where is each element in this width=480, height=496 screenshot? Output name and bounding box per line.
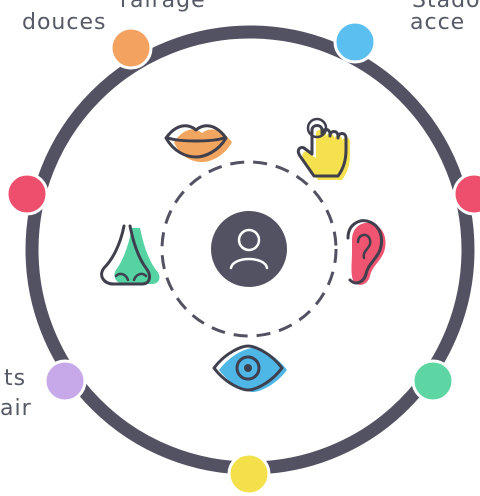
ring-dot-top-right: [333, 20, 377, 64]
inner-dashed-circle: [160, 160, 338, 338]
hand-pointer-icon: [296, 117, 350, 180]
ear-icon: [346, 219, 386, 285]
ring-dot-bottom-right: [411, 359, 455, 403]
ring-dot-right: [452, 172, 480, 216]
ring-dot-left: [5, 172, 49, 216]
ring-dot-top-left: [109, 26, 153, 70]
text-fragment-left-bottom: air: [0, 396, 32, 421]
ring-dot-bottom: [227, 452, 271, 496]
lips-icon: [164, 124, 232, 162]
text-fragment-left-top: ts: [4, 366, 27, 391]
text-fragment-top-left: douces: [22, 10, 107, 35]
eye-icon: [212, 344, 287, 392]
ring-dot-bottom-left: [43, 359, 87, 403]
user-icon: [211, 211, 287, 287]
text-fragment-top-right-partial: Stado: [412, 0, 480, 13]
text-fragment-top-right: acce: [410, 10, 466, 35]
text-fragment-top-left-partial: ralrage: [120, 0, 206, 13]
nose-icon: [100, 224, 160, 286]
